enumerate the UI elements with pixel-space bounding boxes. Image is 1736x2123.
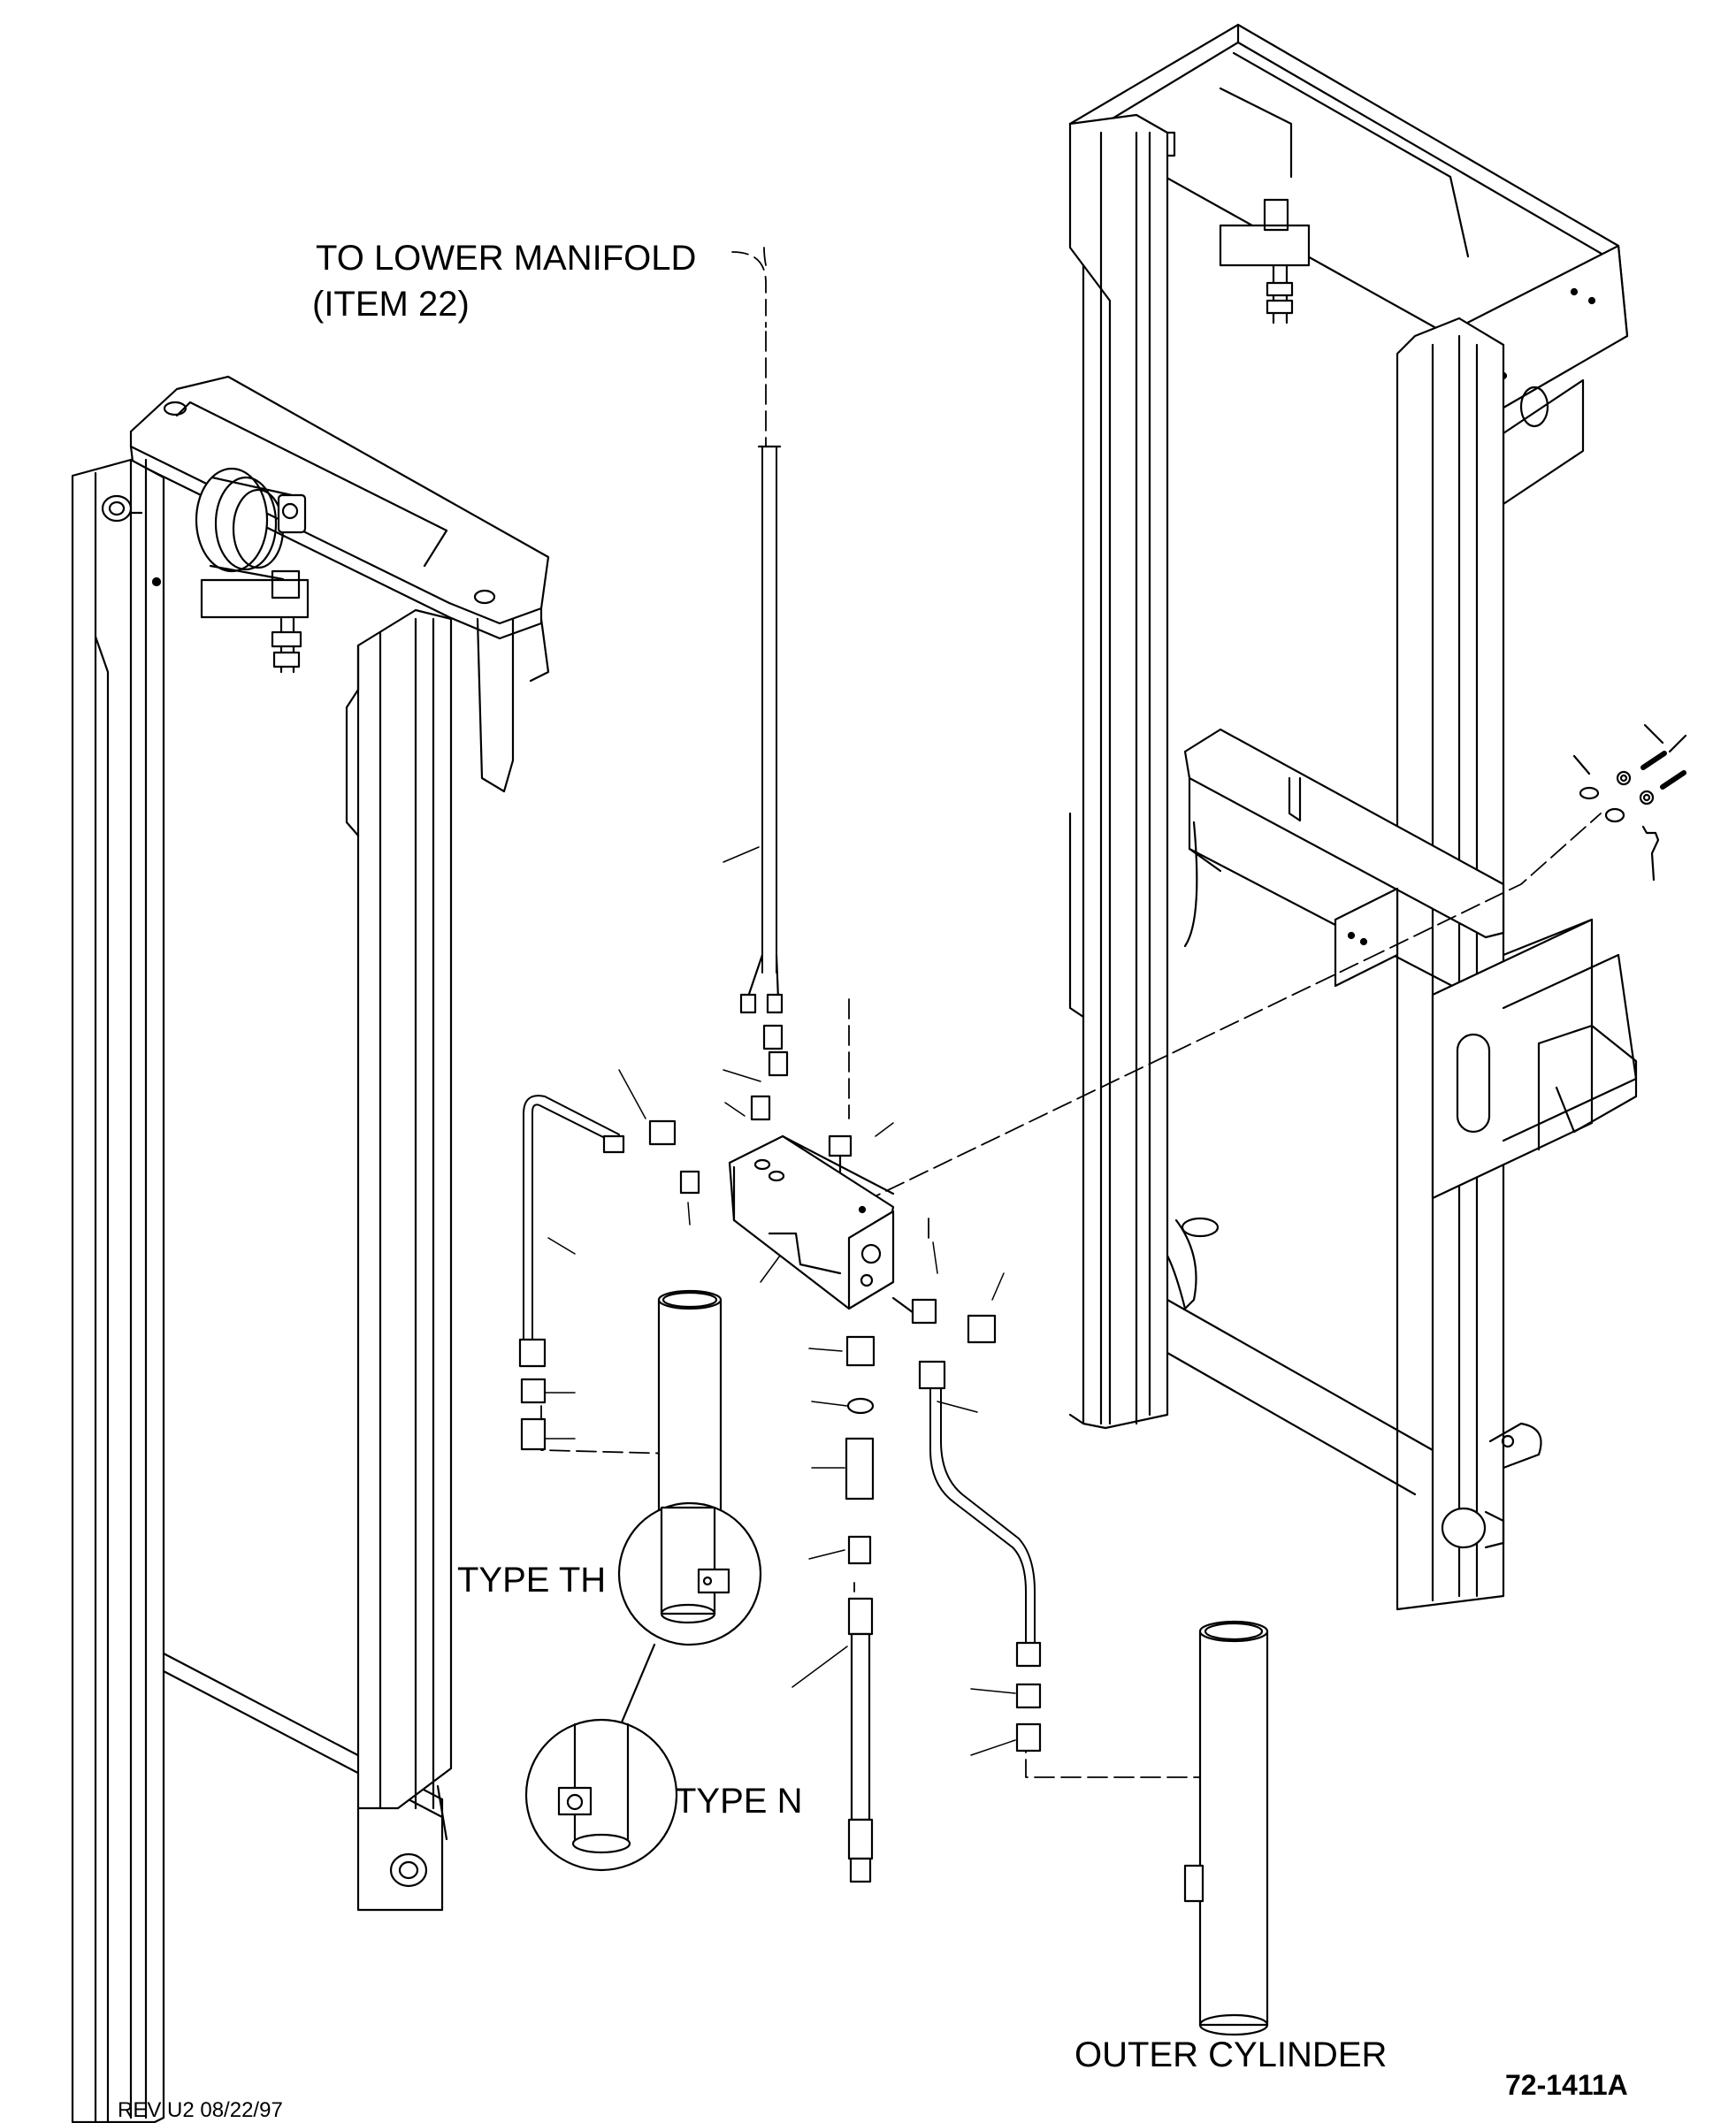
item-22-label: (ITEM 22) [312, 285, 470, 324]
revision-label: REV U2 08/22/97 [118, 2098, 283, 2122]
type-n-label: TYPE N [675, 1782, 803, 1821]
hydraulic-tubes [520, 252, 1040, 1751]
detail-type-th [619, 1503, 761, 1729]
detail-type-n [526, 1720, 677, 1870]
manifold-block [650, 1121, 995, 1882]
drawing-number: 72-1411A [1505, 2069, 1628, 2101]
type-th-label: TYPE TH [457, 1561, 607, 1600]
mounting-hardware [1574, 725, 1686, 880]
outer-cylinder [1185, 1622, 1267, 2035]
outer-cylinder-label: OUTER CYLINDER [1074, 2035, 1388, 2074]
right-outer-mast [1070, 25, 1636, 1609]
leader-lines [546, 847, 1015, 1755]
to-lower-manifold-label: TO LOWER MANIFOLD [316, 239, 697, 278]
left-inner-mast [73, 377, 548, 2122]
